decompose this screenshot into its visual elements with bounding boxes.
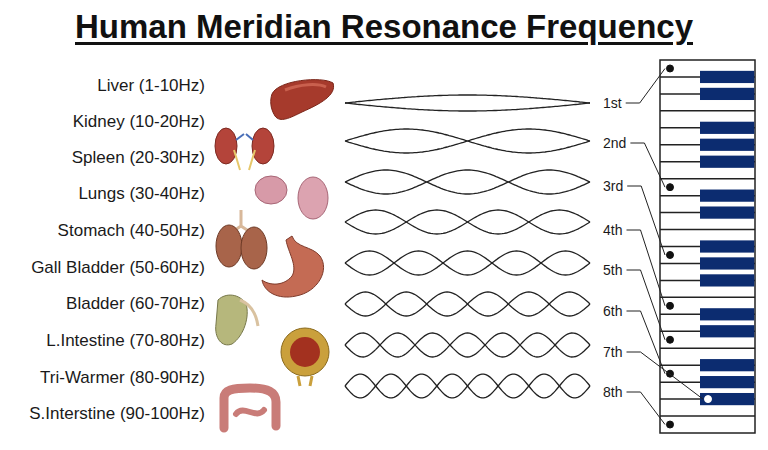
bladder-neck [298, 376, 312, 386]
harmonic-label: 1st [603, 95, 622, 111]
key-dot [667, 65, 674, 72]
harmonic-label: 7th [603, 344, 622, 360]
black-key [700, 359, 754, 371]
liver-shape [271, 80, 334, 120]
stomach-shape [262, 236, 324, 297]
leader-line [627, 270, 666, 340]
wave-curve [345, 95, 590, 103]
kidney-picture [215, 128, 274, 170]
wave-curve [345, 251, 590, 275]
organ-label: Spleen (20-30Hz) [72, 148, 205, 168]
lungs-picture [216, 210, 267, 269]
wave-curve [345, 103, 590, 111]
kidney-shape [252, 128, 274, 164]
spleen-shape [298, 177, 328, 219]
wave-curve [345, 292, 590, 316]
leader-line [627, 392, 666, 425]
duct-line [240, 300, 258, 326]
organ-label: Gall Bladder (50-60Hz) [31, 258, 205, 278]
organ-label: Stomach (40-50Hz) [58, 221, 205, 241]
spleen-shape [255, 176, 287, 204]
white-key-edge [660, 297, 755, 299]
ureter-line [234, 150, 255, 170]
organ-label: Kidney (10-20Hz) [73, 112, 205, 132]
wave-curve [345, 333, 590, 357]
leader-line [627, 230, 666, 306]
white-key-edge [660, 110, 755, 112]
harmonic-label: 8th [603, 384, 622, 400]
white-key-edge [660, 229, 755, 231]
leader-line [630, 143, 665, 187]
wave-curve [345, 170, 590, 194]
organ-label: L.Intestine (70-80Hz) [46, 331, 205, 351]
black-key [700, 376, 754, 388]
wave-curve [345, 292, 590, 316]
key-dot [705, 396, 712, 403]
organ-label: Tri-Warmer (80-90Hz) [40, 368, 205, 388]
bladder-outer [281, 328, 329, 376]
lung-shape [216, 225, 242, 267]
wave-curve [345, 333, 590, 357]
key-dot [667, 302, 674, 309]
gall-bladder-picture [216, 295, 258, 345]
black-key [700, 240, 754, 252]
organ-label: Lungs (30-40Hz) [78, 184, 205, 204]
harmonic-label: 3rd [603, 178, 623, 194]
organ-label: S.Interstine (90-100Hz) [29, 404, 205, 424]
harmonic-label: 2nd [603, 135, 626, 151]
key-dot [667, 336, 674, 343]
leader-line [627, 186, 665, 255]
wave-curve [345, 210, 590, 234]
liver-picture [271, 80, 334, 120]
bladder-inner [290, 337, 320, 367]
black-key [700, 308, 754, 320]
leader-line [627, 311, 666, 374]
black-key [700, 139, 754, 151]
black-key [700, 257, 754, 269]
wave-curve [345, 210, 590, 234]
harmonic-label: 4th [603, 222, 622, 238]
black-key [700, 325, 754, 337]
bladder-picture [281, 328, 329, 386]
spleen-picture [255, 176, 328, 219]
stomach-picture [262, 236, 324, 297]
leader-line [626, 69, 665, 104]
black-key [700, 274, 754, 286]
black-key [700, 206, 754, 218]
black-key [700, 88, 754, 100]
key-dot [667, 421, 674, 428]
key-dot [667, 184, 674, 191]
black-key [700, 393, 754, 405]
key-dot [667, 251, 674, 258]
intestine-picture [224, 388, 276, 428]
white-key-edge [660, 347, 755, 349]
wave-curve [345, 129, 590, 153]
lung-shape [241, 227, 267, 269]
harmonic-waves [345, 95, 590, 398]
wave-curve [345, 170, 590, 194]
wave-curve [345, 251, 590, 275]
wave-curve [345, 374, 590, 398]
wave-curve [345, 129, 590, 153]
harmonic-label: 5th [603, 262, 622, 278]
black-key [700, 190, 754, 202]
diagram-title: Human Meridian Resonance Frequency [75, 8, 693, 46]
leader-lines [626, 69, 703, 425]
organ-label: Bladder (60-70Hz) [66, 294, 205, 314]
organ-label: Liver (1-10Hz) [97, 76, 205, 96]
white-key-edge [660, 415, 755, 417]
harmonic-label: 6th [603, 303, 622, 319]
white-key-edge [660, 178, 755, 180]
wave-curve [345, 374, 590, 398]
black-key [700, 156, 754, 168]
black-key [700, 71, 754, 83]
vessel-line [236, 134, 253, 140]
intestine-shape [224, 388, 276, 428]
liver-shine [285, 85, 326, 90]
intestine-loop [236, 410, 264, 414]
black-key [700, 122, 754, 134]
kidney-shape [215, 128, 237, 164]
